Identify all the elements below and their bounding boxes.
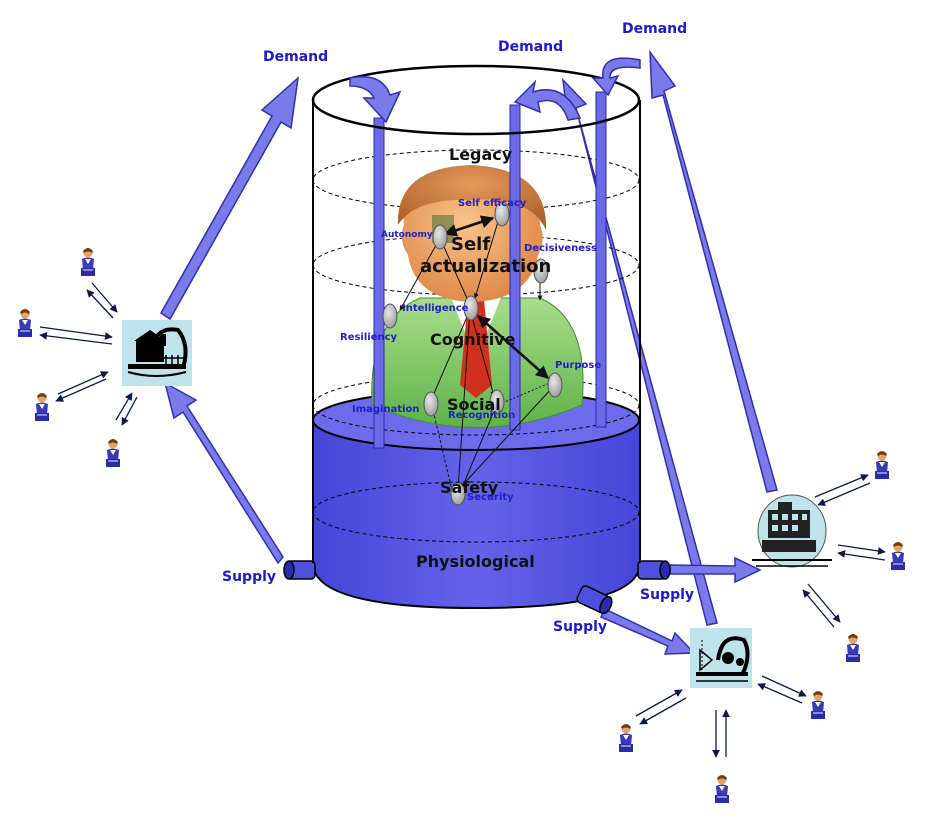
farm-hub-icon <box>122 320 192 386</box>
person-figure-icon <box>35 393 49 421</box>
label-demand-center: Demand <box>498 39 563 55</box>
label-purpose: Purpose <box>555 360 601 371</box>
demand-bars <box>373 91 607 449</box>
level-physiological: Physiological <box>416 552 535 571</box>
node-imagination <box>423 391 439 417</box>
arrow-right-demand <box>649 49 778 493</box>
person-figure-icon <box>811 691 825 719</box>
label-resiliency: Resiliency <box>340 332 398 343</box>
node-purpose <box>547 372 563 398</box>
factory-hub-icon <box>752 494 832 568</box>
person-figure-icon <box>18 309 32 337</box>
label-self-efficacy: Self efficacy <box>458 198 527 209</box>
supply-pipes <box>283 560 671 615</box>
label-supply-right: Supply <box>640 587 694 603</box>
tank-water <box>312 419 641 610</box>
person-figure-icon <box>619 724 633 752</box>
level-social: Social <box>447 395 501 414</box>
node-decisiveness <box>533 258 549 284</box>
level-legacy: Legacy <box>449 145 513 164</box>
label-decisiveness: Decisiveness <box>524 243 597 254</box>
rim-arrows <box>349 57 641 124</box>
label-demand-left: Demand <box>263 49 328 65</box>
level-self-line2: actualization <box>420 256 551 277</box>
node-resiliency <box>382 303 398 329</box>
node-security <box>450 482 466 506</box>
person-figure-icon <box>715 775 729 803</box>
level-safety: Safety <box>440 478 499 497</box>
node-autonomy <box>432 224 448 250</box>
label-supply-left: Supply <box>222 569 276 585</box>
level-self-line1: Self <box>451 234 490 255</box>
arrow-left-supply <box>163 381 284 565</box>
level-cognitive: Cognitive <box>430 330 516 349</box>
label-supply-bottom: Supply <box>553 619 607 635</box>
node-recognition <box>489 389 505 415</box>
node-intelligence <box>463 295 479 321</box>
label-demand-right: Demand <box>622 21 687 37</box>
label-intelligence: Intelligence <box>402 303 469 314</box>
label-imagination: Imagination <box>352 404 420 415</box>
attribute-network <box>382 201 563 506</box>
tank-rim <box>311 64 641 136</box>
person-figure-icon <box>891 542 905 570</box>
person-figure-icon <box>875 451 889 479</box>
person-figure-icon <box>106 439 120 467</box>
person-figure-icon <box>81 248 95 276</box>
arrow-supply-bottom <box>599 608 696 655</box>
label-autonomy: Autonomy <box>381 230 433 240</box>
industry-hub-icon <box>690 628 752 688</box>
arrow-supply-right <box>669 556 762 584</box>
label-recognition: Recognition <box>448 410 515 421</box>
label-security: Security <box>467 492 514 503</box>
node-self-efficacy <box>494 201 510 227</box>
arrow-left-demand <box>160 76 300 321</box>
person-figure-icon <box>846 634 860 662</box>
person-figure-icon-group <box>39 282 886 758</box>
